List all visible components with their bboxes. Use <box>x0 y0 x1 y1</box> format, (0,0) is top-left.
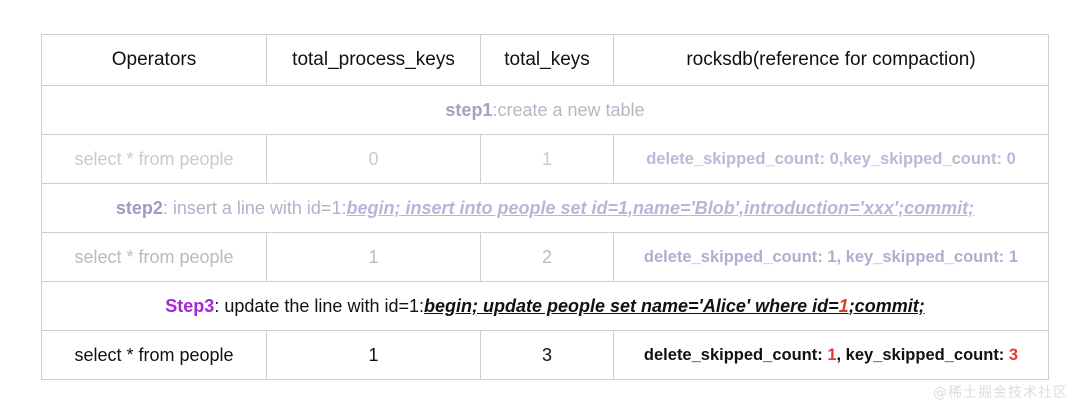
operator-cell-1: select * from people <box>41 134 267 184</box>
operator-cell-3: select * from people <box>41 330 267 380</box>
step-separator-3: : <box>214 295 225 316</box>
total-keys-cell-2: 2 <box>480 232 614 282</box>
delete-skipped-count-value-2: 1 <box>827 247 837 266</box>
step-separator-1: : <box>492 99 498 120</box>
step-separator-2: : <box>162 197 173 218</box>
rocksdb-separator-2: , key_skipped_count: <box>836 247 1009 266</box>
table-row: select * from people 0 1 delete_skipped_… <box>41 134 1049 184</box>
key-skipped-count-value-1: 0 <box>1006 149 1016 168</box>
step-sql-3-part2: ;commit; <box>848 295 925 316</box>
total-process-keys-cell-3: 1 <box>266 330 481 380</box>
step-row-3: Step3: update the line with id=1:begin; … <box>41 281 1049 331</box>
rocksdb-cell-2: delete_skipped_count: 1, key_skipped_cou… <box>613 232 1049 282</box>
step-row-2: step2: insert a line with id=1:begin; in… <box>41 183 1049 233</box>
step-description-cell-2: step2: insert a line with id=1:begin; in… <box>41 183 1049 233</box>
step-sql-2: begin; insert into people set id=1,name=… <box>346 197 975 218</box>
step-text-2: insert a line with id=1: <box>172 197 347 218</box>
column-header-rocksdb: rocksdb(reference for compaction) <box>613 34 1049 86</box>
keys-comparison-table-container: Operators total_process_keys total_keys … <box>41 34 1049 380</box>
keys-comparison-table: Operators total_process_keys total_keys … <box>41 34 1049 380</box>
total-keys-cell-3: 3 <box>480 330 614 380</box>
column-header-total-process-keys: total_process_keys <box>266 34 481 86</box>
total-process-keys-cell-1: 0 <box>266 134 481 184</box>
column-header-operators: Operators <box>41 34 267 86</box>
step-sql-3: begin; update people set name='Alice' wh… <box>424 296 925 316</box>
rocksdb-separator-1: ,key_skipped_count: <box>838 149 1007 168</box>
step-text-1: create a new table <box>497 99 645 120</box>
delete-skipped-count-value-1: 0 <box>829 149 839 168</box>
delete-skipped-count-label-2: delete_skipped_count: <box>643 247 828 266</box>
watermark: @稀土掘金技术社区 <box>933 385 1068 401</box>
table-row: select * from people 1 2 delete_skipped_… <box>41 232 1049 282</box>
table-row: select * from people 1 3 delete_skipped_… <box>41 330 1049 380</box>
step-description-cell-1: step1:create a new table <box>41 85 1049 135</box>
delete-skipped-count-value-3: 1 <box>827 345 837 364</box>
step-sql-3-part1: begin; update people set name='Alice' wh… <box>424 295 839 316</box>
step-description-cell-3: Step3: update the line with id=1:begin; … <box>41 281 1049 331</box>
column-header-total-keys: total_keys <box>480 34 614 86</box>
total-process-keys-cell-2: 1 <box>266 232 481 282</box>
total-keys-cell-1: 1 <box>480 134 614 184</box>
step-label-1: step1 <box>445 99 493 120</box>
step-label-3: Step3 <box>165 295 215 316</box>
delete-skipped-count-label-1: delete_skipped_count: <box>646 149 830 168</box>
delete-skipped-count-label-3: delete_skipped_count: <box>643 345 828 364</box>
rocksdb-cell-3: delete_skipped_count: 1, key_skipped_cou… <box>613 330 1049 380</box>
step-sql-3-highlight: 1 <box>838 295 849 316</box>
step-text-3: update the line with id=1: <box>224 295 424 316</box>
key-skipped-count-value-2: 1 <box>1008 247 1019 266</box>
step-row-1: step1:create a new table <box>41 85 1049 135</box>
rocksdb-cell-1: delete_skipped_count: 0,key_skipped_coun… <box>613 134 1049 184</box>
operator-cell-2: select * from people <box>41 232 267 282</box>
step-label-2: step2 <box>115 197 163 218</box>
table-header-row: Operators total_process_keys total_keys … <box>41 34 1049 86</box>
rocksdb-separator-3: , key_skipped_count: <box>836 345 1009 364</box>
key-skipped-count-value-3: 3 <box>1008 345 1019 364</box>
